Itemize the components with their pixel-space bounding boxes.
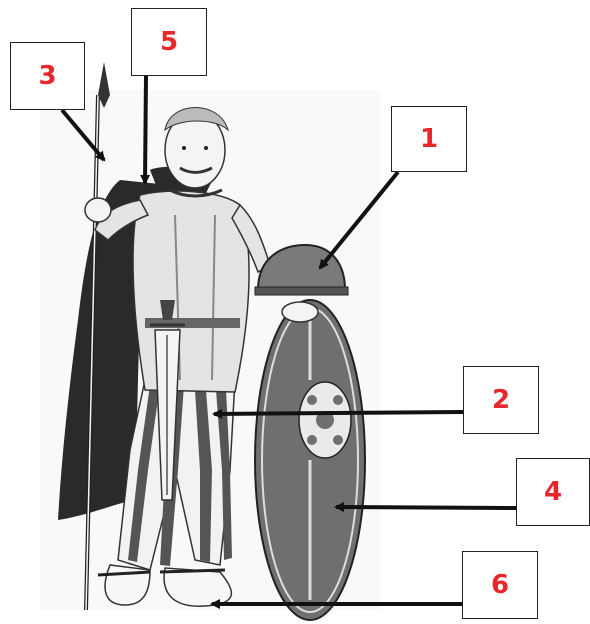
arrow-2 — [214, 412, 463, 414]
label-box-3: 3 — [10, 42, 85, 110]
arrow-5 — [145, 76, 146, 183]
shield — [255, 300, 365, 620]
arrow-4 — [336, 507, 516, 508]
label-box-2: 2 — [463, 366, 539, 434]
label-5-text: 5 — [132, 9, 206, 75]
label-6-text: 6 — [463, 552, 537, 618]
label-3-text: 3 — [11, 43, 84, 109]
label-box-5: 5 — [131, 8, 207, 76]
label-box-1: 1 — [391, 106, 467, 172]
label-2-text: 2 — [464, 367, 538, 433]
tunic — [133, 191, 249, 392]
label-4-text: 4 — [517, 459, 589, 525]
label-1-text: 1 — [392, 107, 466, 171]
label-box-6: 6 — [462, 551, 538, 619]
label-box-4: 4 — [516, 458, 590, 526]
